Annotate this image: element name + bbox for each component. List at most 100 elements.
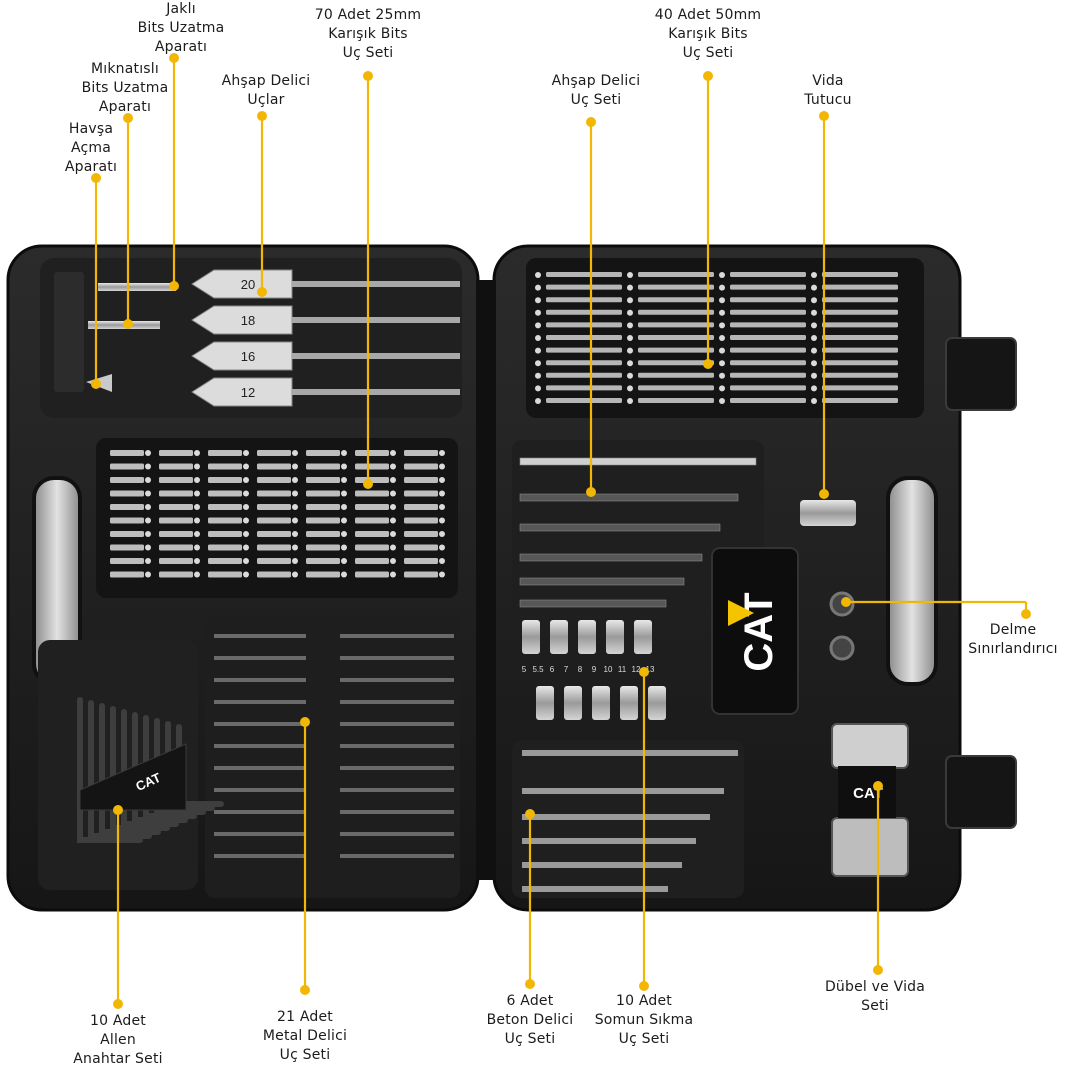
spade-bit: [191, 377, 460, 407]
leader-dot: [169, 53, 179, 63]
callout-line: Karışık Bits: [668, 26, 748, 42]
metal-drill-bit: [340, 788, 454, 792]
callout-line: 10 Adet: [616, 993, 672, 1009]
callout-line: Uç Seti: [618, 1031, 670, 1047]
callout-line: Aparatı: [154, 39, 208, 55]
callout-line: Mıknatıslı: [91, 61, 159, 77]
callout-line: Uç Seti: [342, 45, 394, 61]
callout-line: Uçlar: [247, 92, 285, 108]
metal-drill-bit: [214, 788, 306, 792]
nut-driver-bottom: [648, 686, 666, 720]
callout-line: 21 Adet: [277, 1009, 333, 1025]
callout-line: Havşa: [68, 121, 114, 137]
callout-line: Somun Sıkma: [594, 1012, 694, 1028]
callout-line: Tutucu: [804, 92, 852, 108]
nut-driver-size: 12: [632, 665, 641, 674]
allen-key: [154, 718, 206, 815]
nut-driver-size: 5: [522, 665, 527, 674]
metal-drill-bit: [340, 722, 454, 726]
nut-driver-size: 5.5: [532, 665, 544, 674]
nut-driver-size: 6: [550, 665, 555, 674]
wood-drill-bit: [519, 523, 721, 532]
leader-dot: [257, 111, 267, 121]
callout-line: Delme: [989, 622, 1037, 638]
leader-dot: [363, 71, 373, 81]
allen-key: [121, 709, 179, 827]
nut-driver-size: 8: [578, 665, 583, 674]
leader-dot: [363, 479, 373, 489]
callout-line: Sınırlandırıcı: [968, 641, 1058, 657]
metal-drill-bit: [214, 854, 306, 858]
callout-line: Aparatı: [64, 159, 118, 175]
leader-dot: [639, 667, 649, 677]
allen-key: [132, 712, 188, 823]
leader-dot: [586, 117, 596, 127]
jakli-extension-bar: [98, 283, 176, 291]
leader-dot: [873, 965, 883, 975]
callout-line: Uç Seti: [570, 92, 622, 108]
nut-driver-bottom: [564, 686, 582, 720]
callout-line: Uç Seti: [279, 1047, 331, 1063]
callout-line: Bits Uzatma: [137, 20, 225, 36]
metal-drill-bit: [340, 766, 454, 770]
wood-drill-bit: [519, 493, 739, 502]
spade-bit-size: 20: [241, 277, 255, 292]
wood-drill-bit: [519, 577, 685, 586]
nut-driver-size: 10: [604, 665, 613, 674]
leader-dot: [169, 281, 179, 291]
metal-drill-bit: [214, 766, 306, 770]
spade-bit-size: 12: [241, 385, 255, 400]
spade-bit-size: 18: [241, 313, 255, 328]
callout-line: 10 Adet: [90, 1013, 146, 1029]
callout-line: Vida: [812, 73, 844, 89]
callout-line: Jaklı: [166, 1, 196, 17]
latch-bottom: [945, 755, 1017, 829]
concrete-drill-bit: [522, 886, 668, 892]
metal-drill-bit: [340, 700, 454, 704]
case-hinge: [476, 280, 496, 880]
nut-driver-top: [634, 620, 652, 654]
callout-line: Bits Uzatma: [81, 80, 169, 96]
leader-dot: [525, 809, 535, 819]
leader-dot: [703, 71, 713, 81]
callout-line: Uç Seti: [504, 1031, 556, 1047]
allen-key: [88, 700, 152, 839]
leader-dot: [873, 781, 883, 791]
metal-drill-bit: [340, 744, 454, 748]
leader-dot: [91, 173, 101, 183]
callout-line: Ahşap Delici: [551, 73, 641, 89]
leader-dot: [639, 981, 649, 991]
leader-dot: [113, 805, 123, 815]
allen-key: [110, 706, 170, 831]
dubel-box-bottom: [831, 817, 909, 877]
metal-drill-bit: [340, 854, 454, 858]
callout-line: Anahtar Seti: [73, 1051, 163, 1067]
allen-key: [143, 715, 197, 819]
leader-dot: [300, 717, 310, 727]
cat-logo-panel: [711, 547, 799, 715]
leader-dot: [819, 111, 829, 121]
callout-line: 70 Adet 25mm: [314, 7, 422, 23]
nut-driver-size: 7: [564, 665, 569, 674]
leader-dot: [91, 379, 101, 389]
leader-dot: [841, 597, 851, 607]
callout-line: Ahşap Delici: [221, 73, 311, 89]
concrete-drill-bit: [522, 788, 724, 794]
nut-driver-bottom: [620, 686, 638, 720]
callout-line: Beton Delici: [486, 1012, 574, 1028]
callout-line: Seti: [861, 998, 889, 1014]
nut-driver-top: [578, 620, 596, 654]
cat-logo-text: CAT: [737, 592, 781, 671]
metal-drill-bit: [214, 656, 306, 660]
callout-label-ahsap-uc-seti: Ahşap Delici Uç Seti: [526, 72, 666, 110]
spade-bit: [191, 341, 460, 371]
